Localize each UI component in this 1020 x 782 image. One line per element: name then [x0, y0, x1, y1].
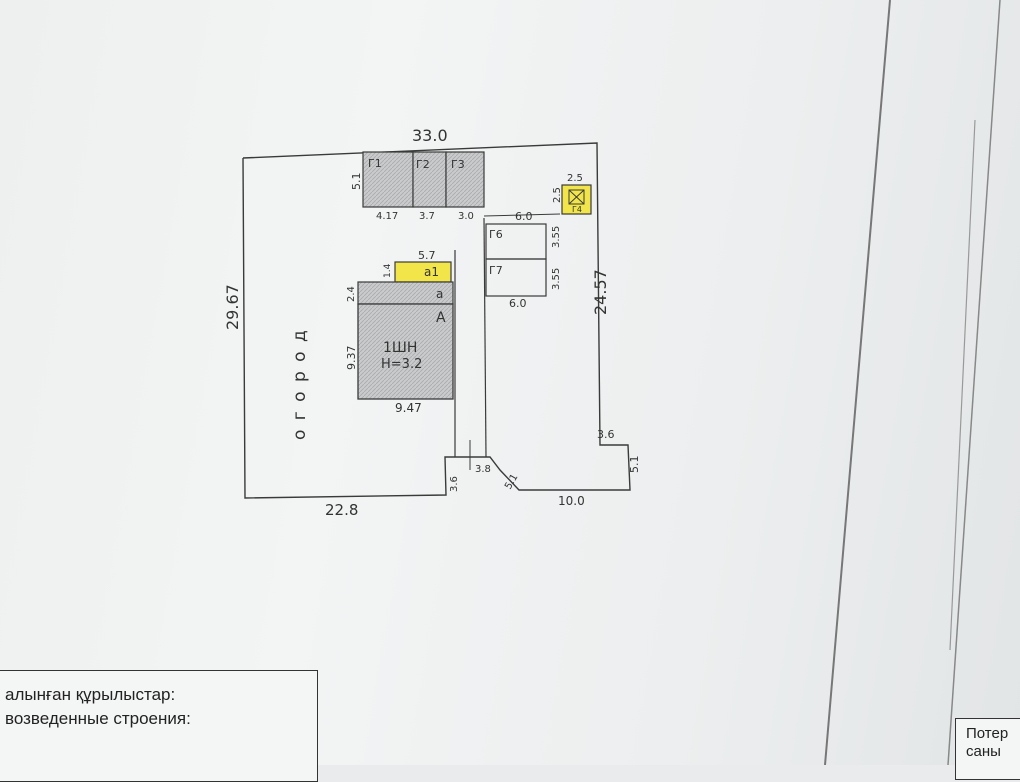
annex-a1 [394, 261, 452, 283]
house-height-label: Н=3.2 [381, 357, 422, 372]
house-width: 9.47 [395, 401, 422, 415]
garage-label-g2: Г2 [416, 158, 430, 171]
shed-depth-g7: 3.55 [551, 268, 562, 290]
annex-a1-depth: 1.4 [383, 263, 393, 278]
garage-height: 5.1 [350, 173, 363, 191]
garage-label-g3: Г3 [451, 158, 465, 171]
shed-bottom-width: 6.0 [509, 297, 527, 310]
corner-text-1: Потер [966, 725, 1009, 742]
dim-right: 24.57 [591, 269, 610, 315]
garage-width-g1: 4.17 [376, 211, 398, 222]
legend-box: алынған құрылыстар: возведенные строения… [0, 670, 318, 782]
annex-a1-width: 5.7 [418, 249, 436, 262]
house-depth: 9.37 [345, 346, 358, 371]
garage-g3 [445, 151, 485, 208]
shed-g7 [485, 258, 547, 297]
garage-width-g3: 3.0 [458, 211, 474, 222]
frame-line-right [947, 0, 1001, 765]
dim-notch-38: 3.8 [475, 464, 491, 475]
annex-a-label: а [436, 287, 443, 301]
garage-label-g1: Г1 [368, 157, 382, 170]
house-main [357, 303, 454, 400]
structure-g4-cross [568, 189, 585, 205]
shed-depth-g6: 3.55 [551, 226, 562, 248]
dim-bottom: 22.8 [325, 501, 358, 519]
shed-top-width: 6.0 [515, 210, 533, 223]
dim-notch-36: 3.6 [449, 476, 460, 492]
shed-label-g7: Г7 [489, 264, 503, 277]
g4-width: 2.5 [567, 173, 583, 184]
dim-step-right-51: 5.1 [628, 456, 641, 474]
annex-a1-label: а1 [424, 265, 439, 279]
dim-step-right-36: 3.6 [597, 428, 615, 441]
dim-top: 33.0 [412, 126, 448, 145]
house-a-label: А [436, 310, 446, 326]
dim-left: 29.67 [223, 284, 242, 330]
legend-kz-text: алынған құрылыстар: [5, 685, 176, 704]
internal-line [483, 217, 487, 458]
g4-label: Г4 [572, 205, 582, 214]
structure-g4-inner [568, 189, 585, 205]
corner-text-2: саны [966, 743, 1001, 760]
annex-a-depth: 2.4 [346, 286, 357, 302]
legend-ru-text: возведенные строения: [5, 709, 191, 728]
internal-line [483, 213, 561, 217]
site-boundary [242, 142, 631, 499]
house-main-label: 1ШН [383, 340, 417, 356]
garage-g1 [362, 151, 414, 208]
corner-table: Потер саны [955, 718, 1020, 780]
shed-label-g6: Г6 [489, 228, 503, 241]
dim-bottom-100: 10.0 [558, 494, 585, 508]
frame-line-inner [949, 119, 976, 651]
fold-line [824, 0, 891, 765]
site-plan-drawing: 33.0 29.67 22.8 24.57 3.6 5.1 10.0 5.1 3… [223, 0, 1001, 765]
garden-label: о г о р о д [290, 328, 310, 440]
g4-height: 2.5 [552, 187, 563, 203]
garage-width-g2: 3.7 [419, 211, 435, 222]
